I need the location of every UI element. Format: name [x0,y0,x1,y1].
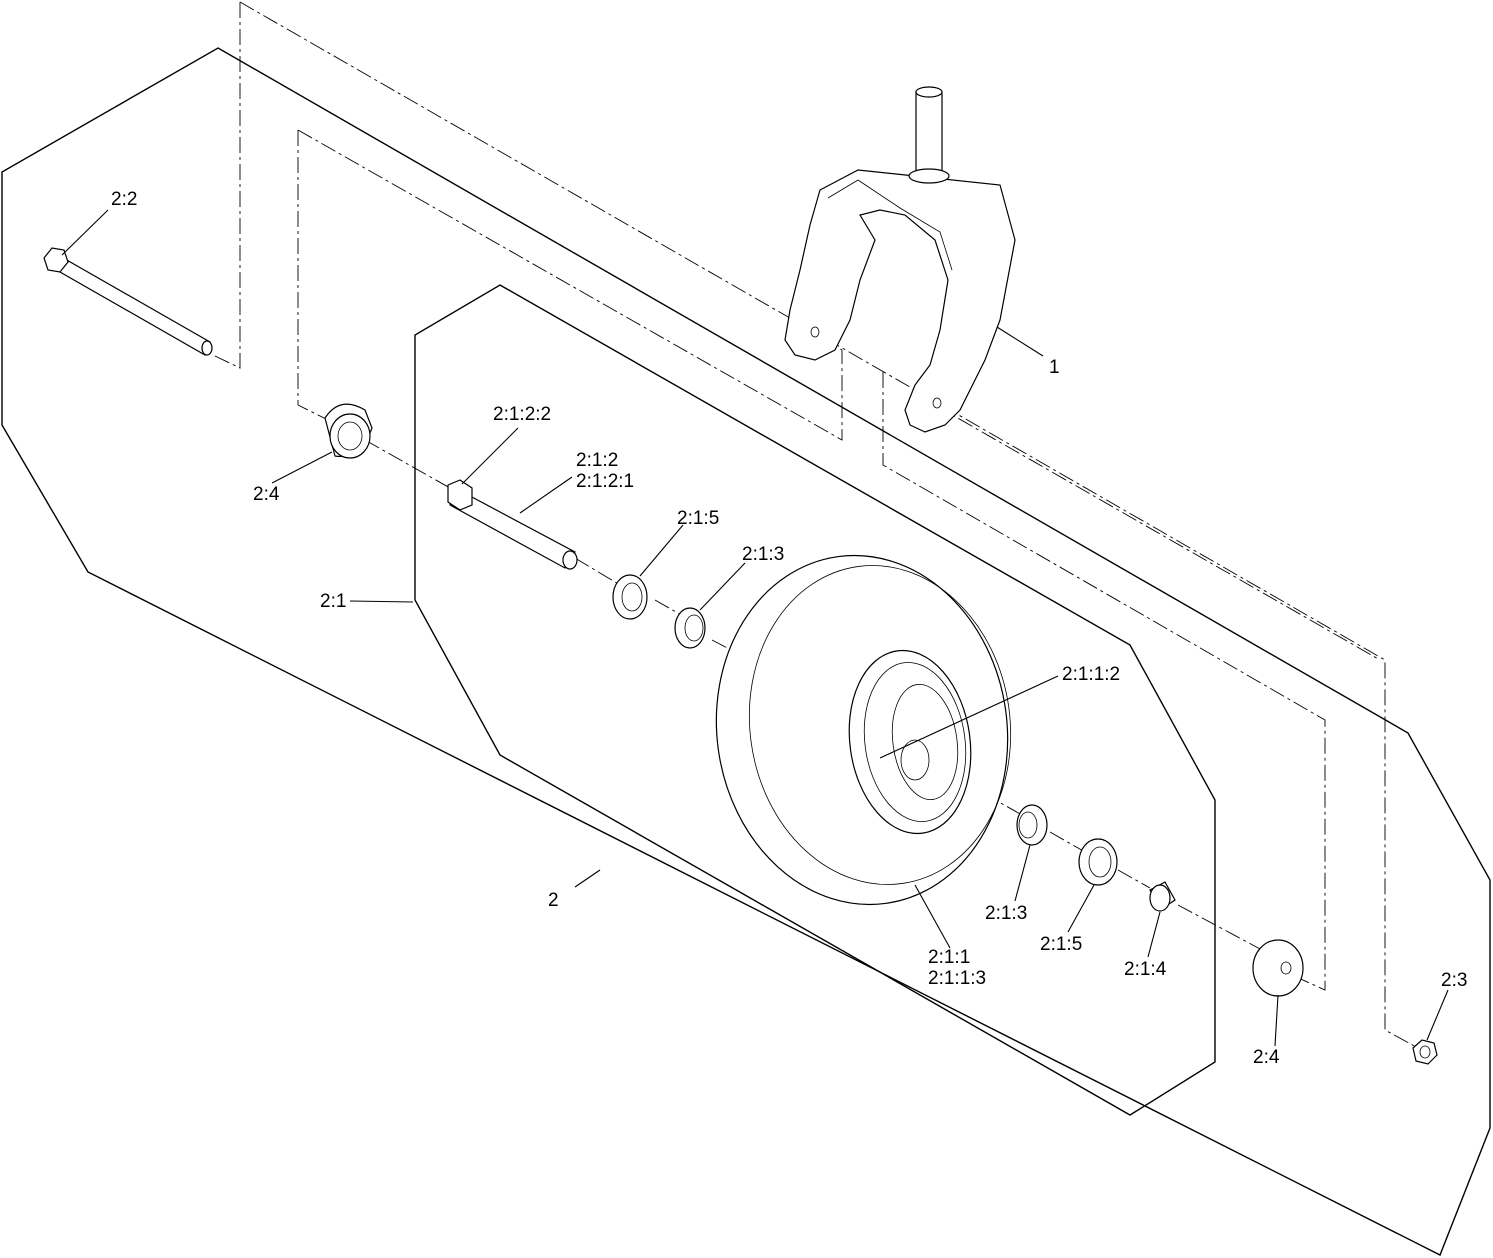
callout-2-1-1: 2:1:1 [928,947,970,968]
spacer-2-1-4 [1149,881,1176,912]
callout-2-1-1-3: 2:1:1:3 [928,968,986,989]
lock-nut-2-3 [1412,1039,1438,1065]
callout-2-1-1-2: 2:1:1:2 [1062,664,1120,685]
callout-2-1-2-1: 2:1:2:1 [576,471,634,492]
assembly-2-1-outline [414,284,1216,1116]
assembly-2-outline [1,47,1491,1256]
callout-2-2: 2:2 [111,189,137,210]
spacer-2-4-right [1252,939,1304,997]
caster-fork [784,86,1016,433]
bearing-cup-2-1-5-bottom [1078,838,1118,886]
bearing-cone-2-1-3-top [674,607,706,649]
callout-2-1-5-bottom: 2:1:5 [1040,934,1082,955]
axle-bolt-2-2 [43,247,213,356]
callout-2-1-2: 2:1:2 [576,450,618,471]
spacer-2-4-left [324,403,373,459]
callout-2-1-3-top: 2:1:3 [742,544,784,565]
callout-2-4-left: 2:4 [253,484,280,505]
callout-labels: 1 2 2:1 2:2 2:3 2:4 2:4 2:1:2:2 2:1:2 2:… [111,189,1467,1068]
callout-2-3: 2:3 [1441,970,1467,991]
caster-wheel-2-1-1 [715,554,1012,906]
axle-sleeve-2-1-2 [447,479,578,570]
callout-2-1-4: 2:1:4 [1124,959,1167,980]
bearing-cone-2-1-3-bottom [1016,804,1048,846]
callout-2-1-5-top: 2:1:5 [677,508,719,529]
leader-lines [61,209,1449,1047]
callout-2: 2 [548,890,559,911]
callout-2-4-right: 2:4 [1253,1047,1280,1068]
callout-1: 1 [1049,357,1060,378]
bearing-cup-2-1-5-top [612,574,648,620]
callout-2-1: 2:1 [320,591,346,612]
callout-2-1-3-bottom: 2:1:3 [985,903,1027,924]
callout-2-1-2-2: 2:1:2:2 [493,404,551,425]
